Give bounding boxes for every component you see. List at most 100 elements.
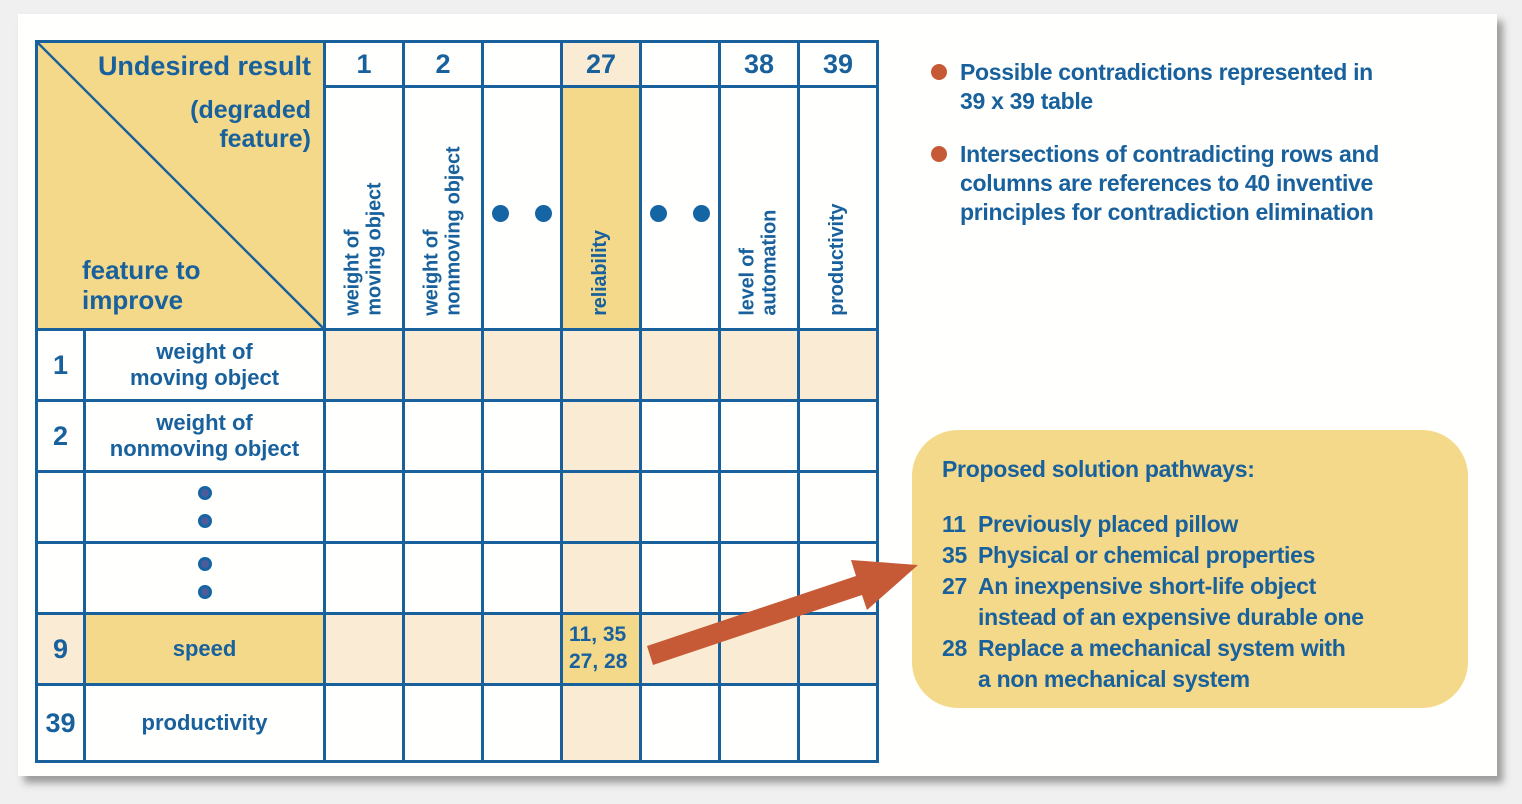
diagonal-line xyxy=(38,43,323,328)
matrix-cell xyxy=(800,402,876,470)
pathway-text: Replace a mechanical system with a non m… xyxy=(978,635,1346,692)
col-header-number: 1 xyxy=(326,43,402,85)
note-item: Possible contradictions represented in 3… xyxy=(931,58,1483,116)
matrix-cell xyxy=(721,544,797,612)
matrix-cell xyxy=(484,544,560,612)
solution-pathways-callout: Proposed solution pathways: 11 Previousl… xyxy=(912,430,1468,708)
matrix-cell xyxy=(405,544,481,612)
col-label-text: productivity xyxy=(826,203,849,316)
note-text: Intersections of contradicting rows and … xyxy=(960,141,1379,225)
row-number-blank xyxy=(38,544,83,612)
callout-items: 11 Previously placed pillow 35 Physical … xyxy=(942,509,1448,695)
row-number: 39 xyxy=(38,686,83,760)
matrix-cell xyxy=(326,331,402,399)
col-label-text: level of automation xyxy=(736,210,780,316)
matrix-cell xyxy=(642,544,718,612)
col-header-label: weight of nonmoving object xyxy=(405,88,481,328)
row-label: weight of moving object xyxy=(86,331,323,399)
matrix-cell xyxy=(721,615,797,683)
notes-list: Possible contradictions represented in 3… xyxy=(931,58,1483,227)
matrix-cell xyxy=(642,615,718,683)
row-label-ellipsis xyxy=(86,544,323,612)
matrix-cell xyxy=(326,402,402,470)
matrix-cell xyxy=(563,473,639,541)
corner-header-cell: Undesired result (degraded feature) feat… xyxy=(38,43,323,328)
matrix-cell xyxy=(563,402,639,470)
matrix-cell xyxy=(405,615,481,683)
col-header-number: 39 xyxy=(800,43,876,85)
intersection-cell: 11, 35 27, 28 xyxy=(563,615,639,683)
matrix-cell xyxy=(721,331,797,399)
col-header-label: productivity xyxy=(800,88,876,328)
row-number: 2 xyxy=(38,402,83,470)
matrix-cell xyxy=(326,473,402,541)
matrix-cell xyxy=(721,686,797,760)
bullet-icon xyxy=(931,64,947,80)
degraded-feature-label: (degraded feature) xyxy=(190,96,311,153)
matrix-cell xyxy=(405,473,481,541)
col-label-text: weight of moving object xyxy=(341,183,385,316)
pathway-number: 11 xyxy=(942,511,966,537)
matrix-cell xyxy=(405,331,481,399)
matrix-cell xyxy=(484,402,560,470)
matrix-cell xyxy=(800,331,876,399)
col-header-number: 27 xyxy=(563,43,639,85)
matrix-cell xyxy=(800,544,876,612)
row-label: productivity xyxy=(86,686,323,760)
matrix-cell xyxy=(563,686,639,760)
row-number: 1 xyxy=(38,331,83,399)
matrix-cell xyxy=(326,686,402,760)
pathway-number: 28 xyxy=(942,635,967,661)
matrix-cell xyxy=(484,473,560,541)
pathway-text: Physical or chemical properties xyxy=(978,542,1316,568)
note-item: Intersections of contradicting rows and … xyxy=(931,140,1483,227)
matrix-cell xyxy=(642,686,718,760)
callout-title: Proposed solution pathways: xyxy=(942,456,1255,482)
undesired-result-label: Undesired result xyxy=(97,51,311,81)
matrix-cell xyxy=(405,686,481,760)
contradiction-matrix: Undesired result (degraded feature) feat… xyxy=(35,40,879,763)
matrix-cell xyxy=(642,402,718,470)
matrix-cell xyxy=(484,686,560,760)
matrix-cell xyxy=(721,473,797,541)
matrix-cell xyxy=(642,331,718,399)
row-label: weight of nonmoving object xyxy=(86,402,323,470)
col-header-label: level of automation xyxy=(721,88,797,328)
row-number-speed: 9 xyxy=(38,615,83,683)
row-label-ellipsis xyxy=(86,473,323,541)
col-header-number-blank xyxy=(484,43,560,85)
matrix-cell xyxy=(484,331,560,399)
matrix-cell xyxy=(800,615,876,683)
pathway-number: 27 xyxy=(942,573,967,599)
col-header-number: 38 xyxy=(721,43,797,85)
row-label-speed: speed xyxy=(86,615,323,683)
matrix-cell xyxy=(326,615,402,683)
pathway-number: 35 xyxy=(942,542,967,568)
feature-to-improve-label: feature to improve xyxy=(82,255,201,316)
matrix-cell xyxy=(484,615,560,683)
bullet-icon xyxy=(931,146,947,162)
ellipsis-dots-icon xyxy=(492,204,552,222)
pathway-text: Previously placed pillow xyxy=(978,511,1238,537)
matrix-cell xyxy=(563,331,639,399)
ellipsis-dots-icon xyxy=(197,557,212,599)
matrix-cell xyxy=(721,402,797,470)
col-header-number-blank xyxy=(642,43,718,85)
row-number-blank xyxy=(38,473,83,541)
pathway-text: An inexpensive short-life object instead… xyxy=(978,573,1364,630)
col-label-text: reliability xyxy=(589,230,612,316)
note-text: Possible contradictions represented in 3… xyxy=(960,59,1373,114)
matrix-cell xyxy=(405,402,481,470)
col-label-text: weight of nonmoving object xyxy=(420,146,464,316)
matrix-cell xyxy=(800,473,876,541)
col-header-label-reliability: reliability xyxy=(563,88,639,328)
col-header-number: 2 xyxy=(405,43,481,85)
matrix-cell xyxy=(326,544,402,612)
ellipsis-dots-icon xyxy=(650,204,710,222)
col-header-ellipsis xyxy=(484,88,560,328)
col-header-ellipsis xyxy=(642,88,718,328)
matrix-cell xyxy=(800,686,876,760)
col-header-label: weight of moving object xyxy=(326,88,402,328)
ellipsis-dots-icon xyxy=(197,486,212,528)
